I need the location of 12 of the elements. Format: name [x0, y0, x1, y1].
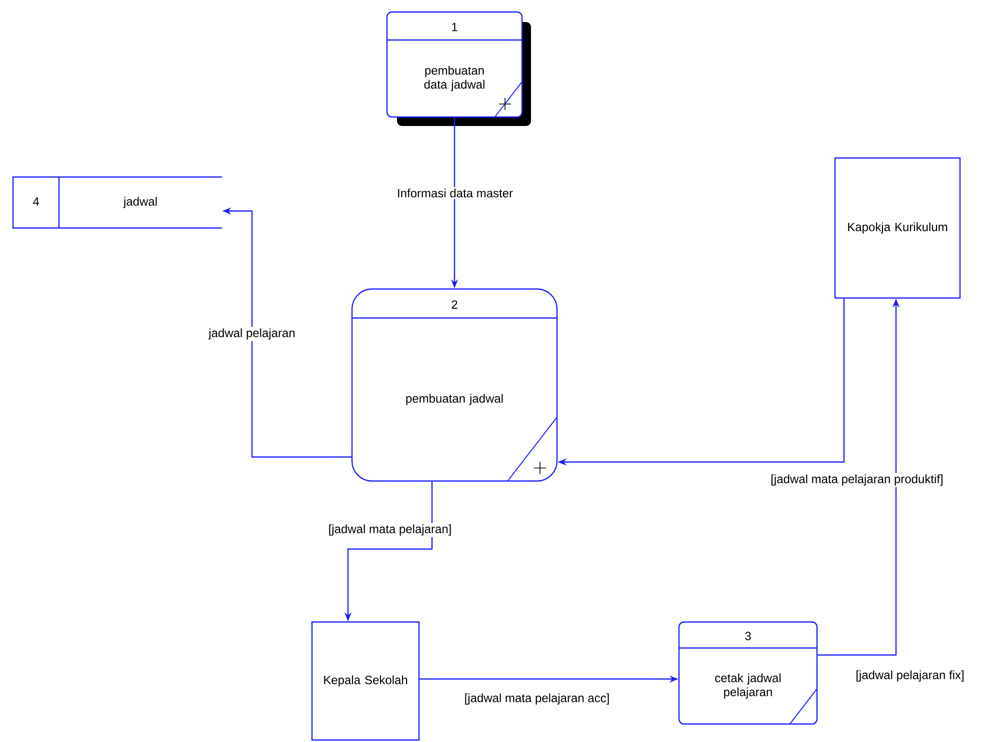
process-box: 1 pembuatan data jadwal [386, 11, 531, 126]
external-entity-box: Kapokja Kurikulum [834, 157, 961, 299]
edge-label: [jadwal pelajaran fix] [854, 668, 966, 684]
process-box: 3 cetak jadwal pelajaran [678, 621, 818, 725]
edge-label: jadwal pelajaran [207, 326, 297, 342]
data-store: 4 jadwal [12, 176, 222, 229]
edge-label: [jadwal mata pelajaran] [326, 522, 454, 538]
edge-label: [jadwal mata pelajaran produktif] [769, 472, 945, 488]
external-entity-box: Kepala Sekolah [311, 621, 420, 741]
edge-label: Informasi data master [395, 187, 515, 199]
edge-label: [jadwal mata pelajaran acc] [462, 692, 612, 706]
process-box: 2 pembuatan jadwal [351, 288, 558, 482]
